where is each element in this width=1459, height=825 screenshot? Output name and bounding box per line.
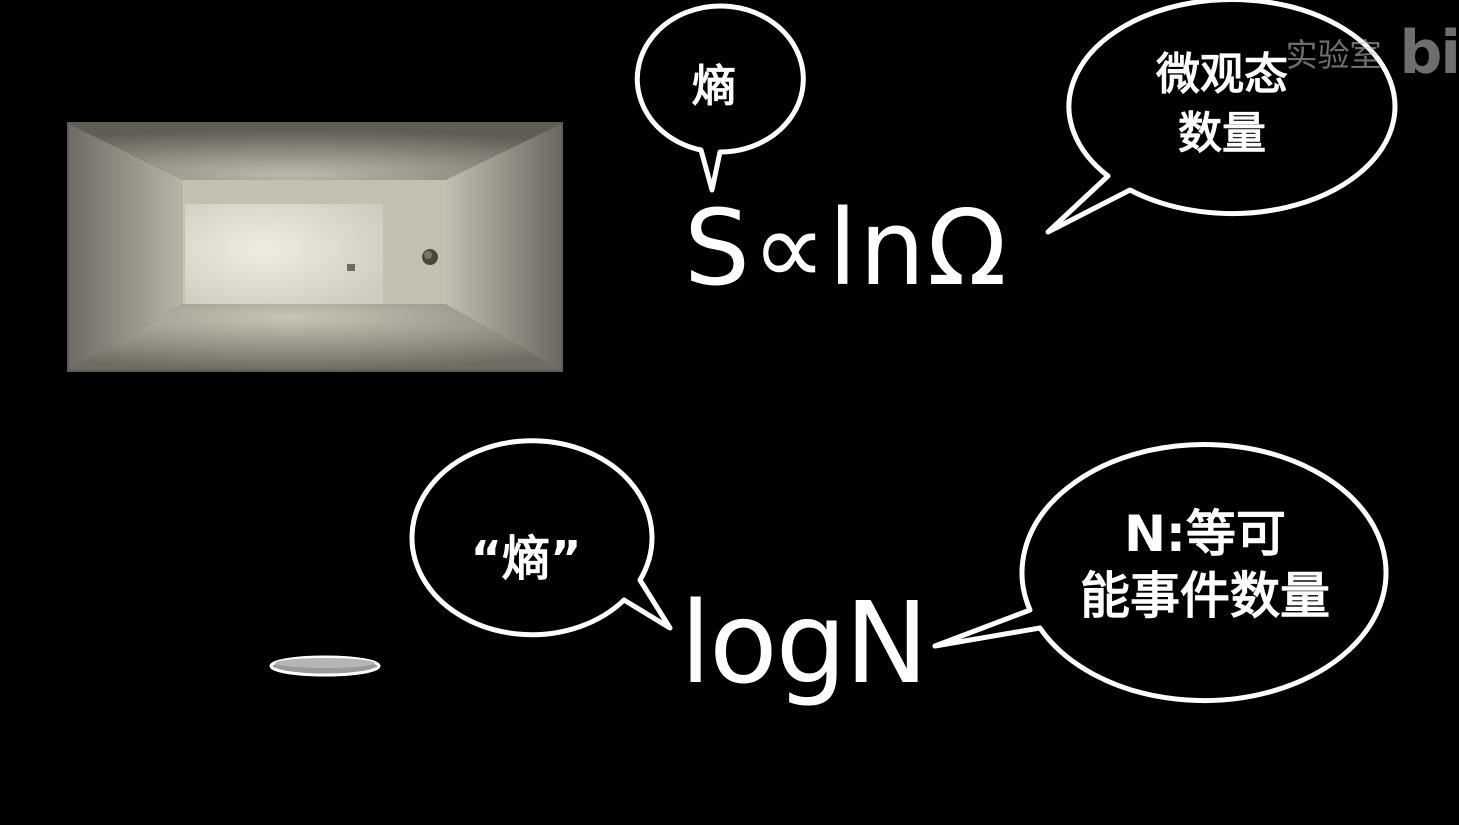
bubble-microstates-line1: 微观态 xyxy=(1156,49,1288,100)
bubble-microstates-line2: 数量 xyxy=(1178,107,1266,159)
bilibili-logo-icon: bi xyxy=(1399,18,1459,88)
bubble-microstates-outline xyxy=(1045,0,1398,235)
disk-shape xyxy=(269,655,381,677)
bubble-entropy-quoted-outline xyxy=(409,438,673,638)
formula-boltzmann: S∝lnΩ xyxy=(684,187,1009,309)
bubble-entropy-label: 熵 xyxy=(692,61,736,112)
watermark: 实验室 bi xyxy=(1285,18,1459,88)
bubble-entropy-quoted-label: “熵” xyxy=(470,531,582,587)
bubble-events-line1: N:等可 xyxy=(1124,505,1286,563)
bubble-microstates-text: 微观态 数量 xyxy=(1104,49,1340,159)
room-thumbnail xyxy=(67,122,563,372)
room-illustration xyxy=(67,122,563,372)
bubble-entropy-outline xyxy=(634,3,806,193)
formula-lognormal: logN xyxy=(680,579,929,709)
bubble-events-text: N:等可 能事件数量 xyxy=(1040,505,1370,625)
bubble-events-line2: 能事件数量 xyxy=(1080,566,1330,625)
watermark-text: 实验室 xyxy=(1285,36,1382,74)
bubble-events-outline xyxy=(932,442,1389,704)
